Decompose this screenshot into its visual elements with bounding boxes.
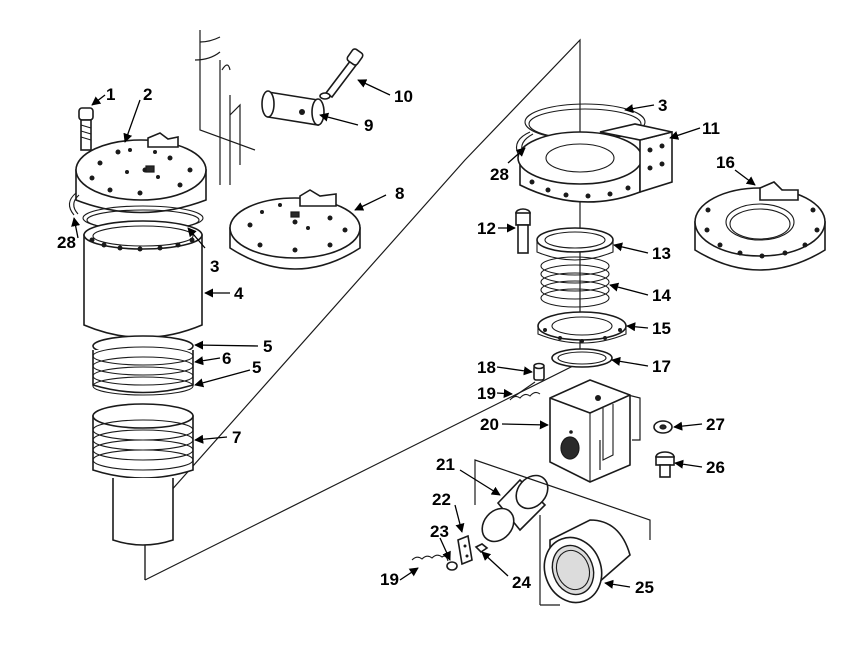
part-27-washer	[653, 420, 673, 434]
callout-28-right: 28	[490, 165, 509, 184]
part-19-lock-wire-upper	[509, 381, 541, 401]
part-17-seal	[551, 348, 613, 368]
callout-16: 16	[716, 153, 735, 172]
part-11-housing	[517, 123, 673, 203]
part-2-cylinder-head	[75, 132, 207, 214]
callout-10: 10	[394, 87, 413, 106]
part-28-seal-left	[68, 192, 80, 216]
callout-19-upper: 19	[477, 384, 496, 403]
part-16-flange	[694, 181, 826, 271]
callout-6: 6	[222, 349, 231, 368]
callout-22: 22	[432, 490, 451, 509]
part-15-retainer	[537, 311, 627, 344]
callout-2: 2	[143, 85, 152, 104]
part-13-bearing-ring	[536, 227, 614, 261]
callout-7: 7	[232, 428, 241, 447]
right-mounting-outline	[474, 394, 651, 606]
part-22-lock-plate	[457, 534, 473, 566]
part-7-piston	[92, 403, 194, 546]
callout-28-left: 28	[57, 233, 76, 252]
callout-20: 20	[480, 415, 499, 434]
part-19-lock-wire-lower	[411, 554, 449, 562]
callout-15: 15	[652, 319, 671, 338]
part-20-clevis-block	[549, 379, 631, 483]
part-18-screw	[533, 362, 545, 381]
part-5-6-seal-stack	[92, 335, 194, 396]
callout-19-lower: 19	[380, 570, 399, 589]
callout-27: 27	[706, 415, 725, 434]
callout-3-right: 3	[658, 96, 667, 115]
part-1-cap-screw	[78, 107, 94, 151]
callout-21: 21	[436, 455, 455, 474]
part-24-nut	[474, 543, 489, 554]
part-4-cylinder-body	[83, 220, 203, 339]
part-9-pin	[261, 90, 325, 126]
callout-26: 26	[706, 458, 725, 477]
part-25-bushing	[543, 519, 631, 604]
part-26-bolt	[655, 451, 675, 478]
part-12-bolt	[515, 208, 531, 254]
callout-labels: 1 2 3 4 5 6 5 7 8 9 10 28 3 11 16 28 12 …	[57, 85, 735, 597]
part-23-screw	[446, 561, 458, 571]
callout-23: 23	[430, 522, 449, 541]
part-8-head-plate	[229, 189, 361, 270]
part-21-pin-roller	[481, 474, 549, 543]
callout-3-left: 3	[210, 257, 219, 276]
callout-5-upper: 5	[263, 337, 272, 356]
callout-leaders	[71, 79, 756, 589]
callout-24: 24	[512, 573, 531, 592]
callout-17: 17	[652, 357, 671, 376]
callout-14: 14	[652, 286, 671, 305]
callout-5-lower: 5	[252, 358, 261, 377]
callout-18: 18	[477, 358, 496, 377]
callout-8: 8	[395, 184, 404, 203]
callout-9: 9	[364, 116, 373, 135]
left-mounting-panel	[194, 30, 256, 185]
callout-4: 4	[234, 284, 244, 303]
part-14-coil-spring	[540, 256, 610, 308]
callout-25: 25	[635, 578, 654, 597]
callout-13: 13	[652, 244, 671, 263]
part-10-bolt	[319, 48, 364, 100]
callout-11: 11	[702, 119, 720, 138]
callout-1: 1	[106, 85, 115, 104]
callout-12: 12	[477, 219, 496, 238]
